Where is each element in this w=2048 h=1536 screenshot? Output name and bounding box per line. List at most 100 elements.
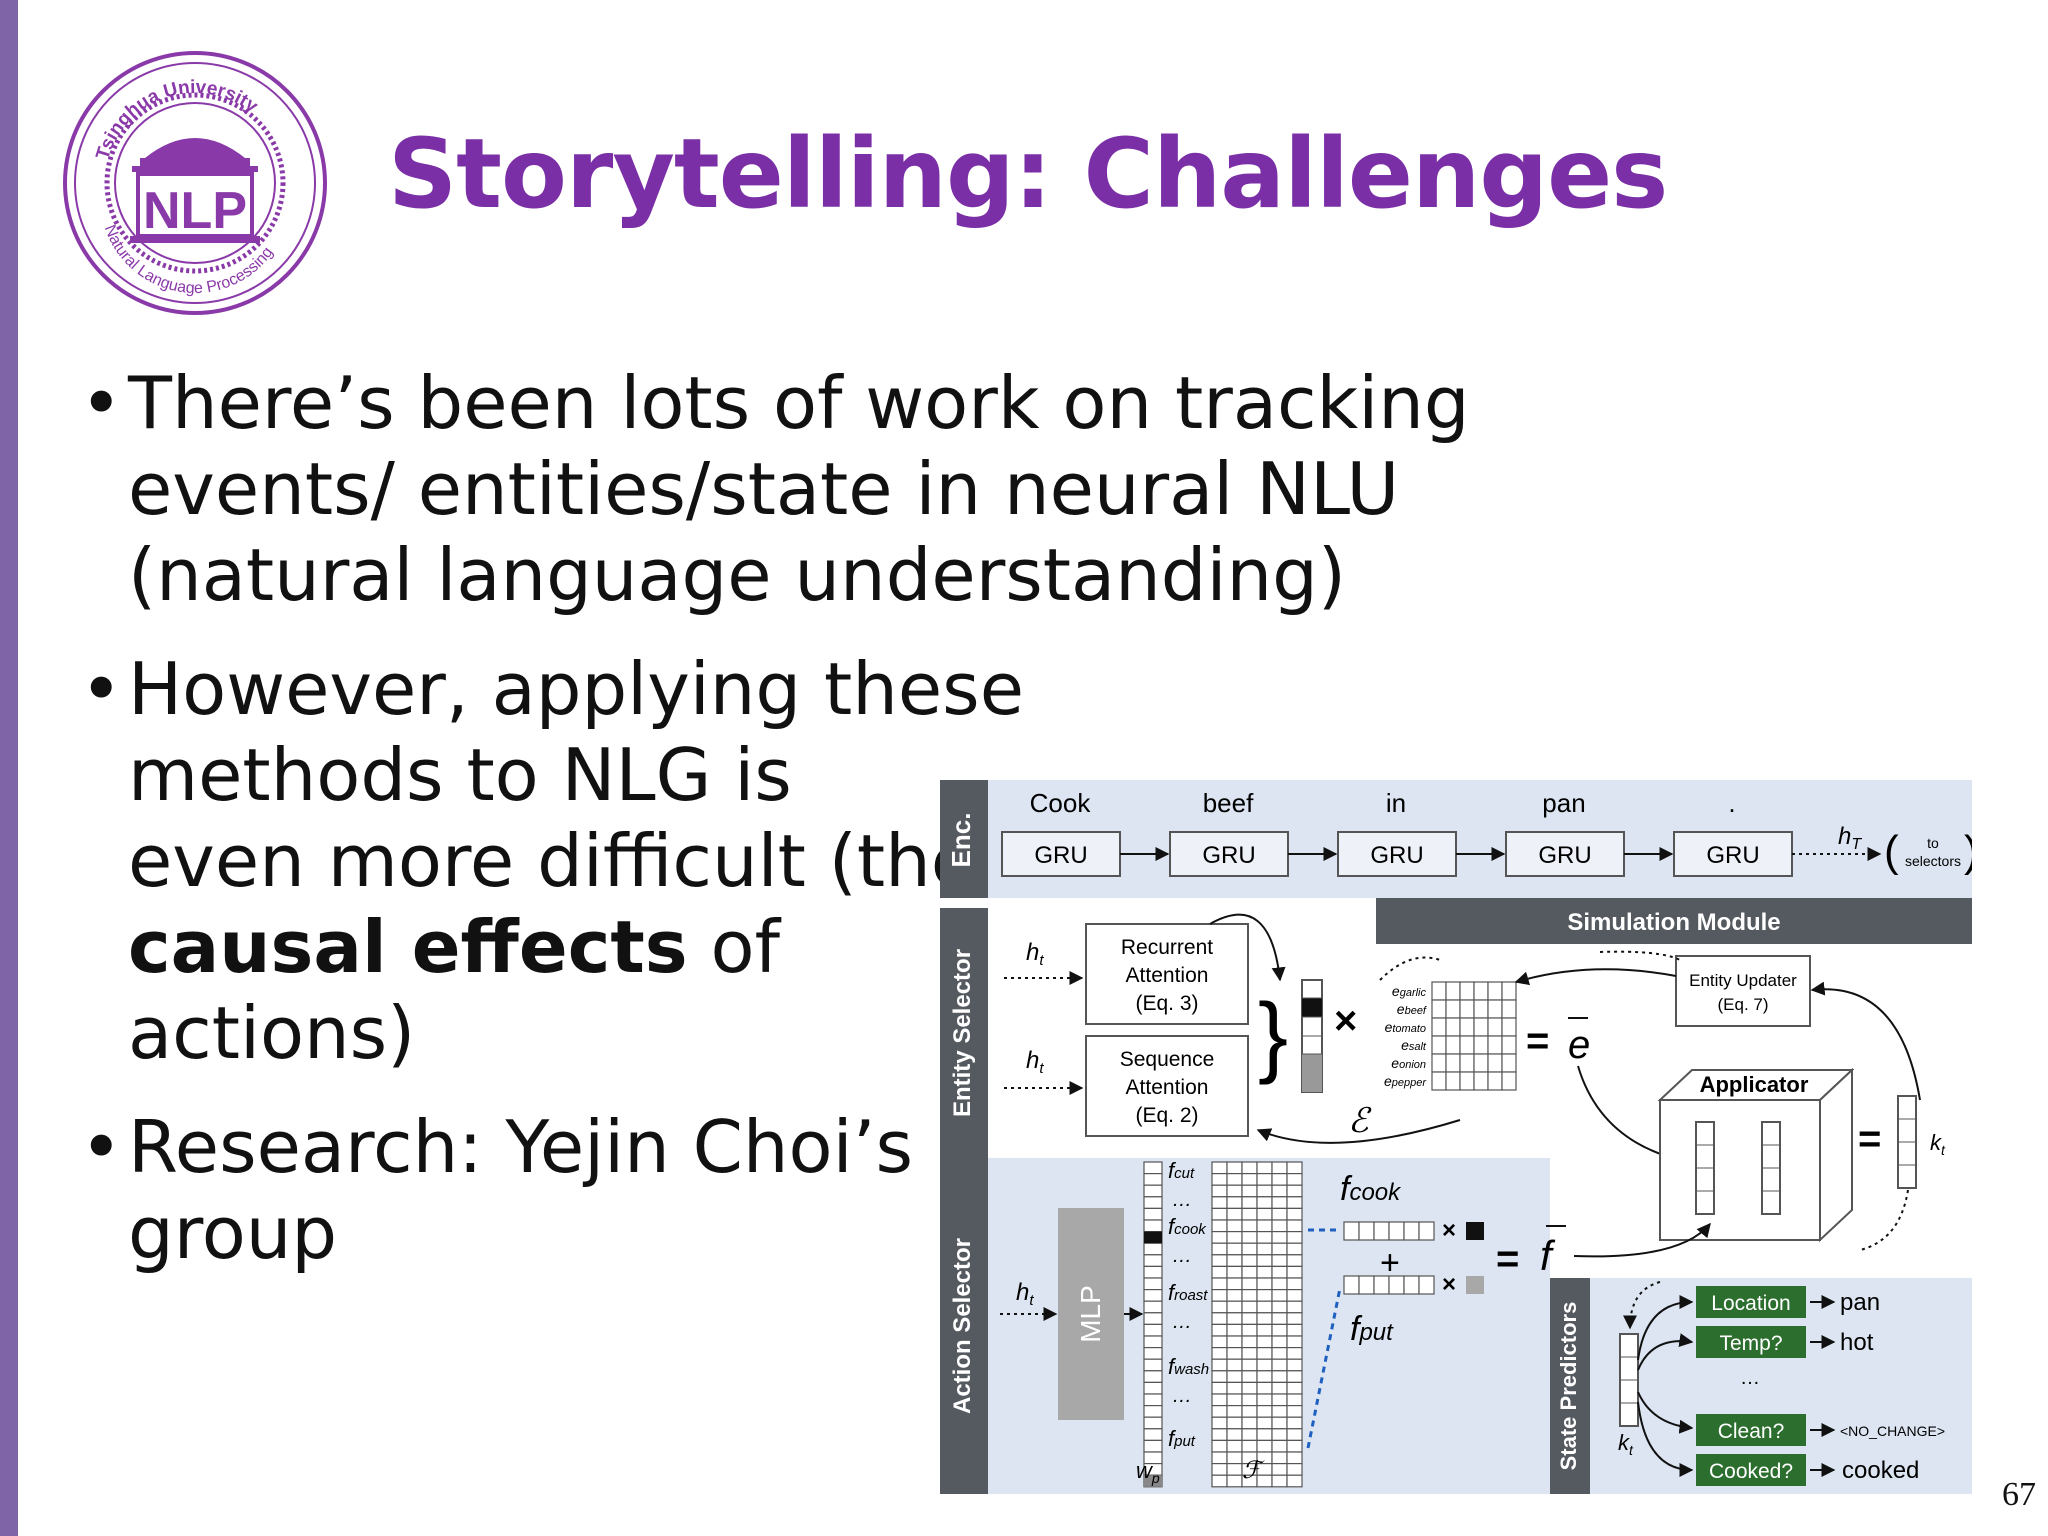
encoder-row: Cook beef in pan . GRU GRU GRU GRU GRU h… bbox=[1001, 788, 1972, 877]
sequence-attention-box bbox=[1085, 1035, 1249, 1137]
svg-text:…: … bbox=[1172, 1189, 1192, 1211]
gru-label: GRU bbox=[1538, 842, 1591, 869]
bold-phrase: causal effects bbox=[128, 905, 688, 989]
svg-text:(Eq. 7): (Eq. 7) bbox=[1717, 995, 1768, 1014]
bullet-line: However, applying these bbox=[128, 647, 1024, 731]
equals-sign: = bbox=[1526, 1019, 1549, 1063]
word-label: pan bbox=[1542, 788, 1585, 818]
bullet-line: causal effects of actions) bbox=[128, 904, 1028, 1076]
state-box bbox=[1696, 1326, 1806, 1358]
action-labels: fcut … fcook … froast … fwash … fput bbox=[1168, 1158, 1209, 1451]
gru-label: GRU bbox=[1034, 842, 1087, 869]
entity-updater-box bbox=[1675, 955, 1811, 1027]
svg-text:(Eq. 2): (Eq. 2) bbox=[1135, 1104, 1198, 1127]
gru-box bbox=[1505, 831, 1625, 877]
entity-selector-label-bg bbox=[940, 908, 988, 1158]
h-t-label: ht bbox=[1016, 1279, 1034, 1309]
calF-label: ℱ bbox=[1242, 1457, 1265, 1484]
simulation-components: Entity Updater (Eq. 7) Applicator = kt bbox=[1514, 950, 1946, 1251]
state-predictors: kt Location pan Temp? hot … Clean? <NO_C… bbox=[1618, 1281, 1945, 1486]
bullet-dot: • bbox=[80, 1105, 123, 1189]
gru-box bbox=[1337, 831, 1457, 877]
gru-box bbox=[1673, 831, 1793, 877]
bullet-line: Research: Yejin Choi’s bbox=[128, 1105, 914, 1189]
k-t-label: kt bbox=[1930, 1130, 1946, 1158]
calE-label: ℰ bbox=[1348, 1102, 1372, 1140]
gru-label: GRU bbox=[1202, 842, 1255, 869]
gru-label: GRU bbox=[1370, 842, 1423, 869]
entity-selector: ht ht Recurrent Attention (Eq. 3) Sequen… bbox=[1004, 913, 1590, 1144]
word-label: in bbox=[1386, 788, 1406, 818]
bullet-text: There’s been lots of work on tracking ev… bbox=[128, 361, 1470, 617]
mlp-box bbox=[1058, 1208, 1124, 1420]
bullet-line-tail: of actions) bbox=[128, 905, 780, 1075]
weight-low bbox=[1466, 1276, 1484, 1294]
svg-text:×: × bbox=[1442, 1217, 1456, 1244]
action-selector-label-bg bbox=[940, 1158, 988, 1494]
svg-text:Attention: Attention bbox=[1126, 964, 1209, 987]
gru-box bbox=[1169, 831, 1289, 877]
svg-text:…: … bbox=[1740, 1367, 1760, 1389]
entity-labels: egarlic ebeef etomato esalt eonion epepp… bbox=[1384, 983, 1427, 1089]
wp-label: wp bbox=[1136, 1458, 1160, 1486]
action-selector: ht MLP fcut … fcook … froast … fwash … f… bbox=[1000, 1158, 1711, 1488]
bullet-dot: • bbox=[80, 647, 123, 731]
h-t-label: ht bbox=[1026, 939, 1044, 969]
simulation-module-header bbox=[1376, 898, 1972, 944]
action-label: fwash bbox=[1168, 1354, 1209, 1379]
e-bar-label: e bbox=[1568, 1023, 1590, 1067]
neural-process-network-figure: Enc. Entity Selector Action Selector Sta… bbox=[940, 780, 1972, 1494]
word-label: . bbox=[1728, 788, 1735, 818]
state-name: Cooked? bbox=[1709, 1460, 1793, 1483]
bullet-item: • However, applying these methods to NLG… bbox=[72, 646, 1028, 1076]
slide-title: Storytelling: Challenges bbox=[388, 118, 1668, 230]
action-selector-label: Action Selector bbox=[949, 1238, 976, 1414]
times-sign: × bbox=[1334, 999, 1357, 1043]
k-t-label: kt bbox=[1618, 1430, 1634, 1458]
paren: ) bbox=[1964, 827, 1972, 876]
mlp-label: MLP bbox=[1075, 1285, 1106, 1343]
f-cook-label: fcook bbox=[1340, 1170, 1402, 1208]
svg-text:Entity Updater: Entity Updater bbox=[1689, 971, 1797, 990]
equals-sign: = bbox=[1496, 1237, 1519, 1281]
svg-text:(Eq. 3): (Eq. 3) bbox=[1135, 992, 1198, 1015]
h-T-label: hT bbox=[1838, 823, 1862, 853]
svg-text:…: … bbox=[1172, 1385, 1192, 1407]
state-box bbox=[1696, 1414, 1806, 1446]
svg-text:…: … bbox=[1172, 1311, 1192, 1333]
entity-selector-label: Entity Selector bbox=[949, 949, 976, 1117]
state-predictors-label: State Predictors bbox=[1556, 1302, 1581, 1471]
equals-sign: = bbox=[1858, 1117, 1881, 1161]
paren: ( bbox=[1884, 827, 1899, 876]
logo-center-text: NLP bbox=[143, 182, 247, 240]
word-label: beef bbox=[1203, 788, 1254, 818]
action-probability-vector bbox=[1143, 1161, 1163, 1488]
bullet-line: methods to NLG is bbox=[128, 733, 792, 817]
gru-box bbox=[1001, 831, 1121, 877]
state-predictors-label-bg bbox=[1550, 1278, 1590, 1494]
bullet-item: • There’s been lots of work on tracking … bbox=[72, 360, 1632, 618]
state-value: <NO_CHANGE> bbox=[1840, 1423, 1945, 1439]
action-label: froast bbox=[1168, 1280, 1208, 1305]
svg-text:×: × bbox=[1442, 1271, 1456, 1298]
bullet-line: group bbox=[128, 1191, 338, 1275]
state-name: Location bbox=[1711, 1292, 1790, 1315]
left-accent-bar bbox=[0, 0, 18, 1536]
bullet-list: • There’s been lots of work on tracking … bbox=[72, 360, 1632, 1304]
action-label: fcook bbox=[1168, 1214, 1207, 1239]
entity-label: etomato bbox=[1385, 1019, 1426, 1035]
f-bar-label: f bbox=[1540, 1232, 1556, 1279]
entity-label: eonion bbox=[1391, 1055, 1426, 1071]
to-selectors-line1: to bbox=[1927, 835, 1939, 851]
enc-label: Enc. bbox=[946, 813, 976, 868]
brace-glyph: } bbox=[1258, 986, 1288, 1086]
simulation-module-title: Simulation Module bbox=[1567, 909, 1780, 936]
entity-label: egarlic bbox=[1392, 983, 1427, 999]
applicator-title: Applicator bbox=[1700, 1072, 1809, 1097]
h-t-label: ht bbox=[1026, 1047, 1044, 1077]
state-value: hot bbox=[1840, 1329, 1874, 1356]
page-number: 67 bbox=[2002, 1476, 2036, 1513]
action-label: fput bbox=[1168, 1426, 1196, 1451]
bullet-item: • Research: Yejin Choi’s group bbox=[72, 1104, 1632, 1276]
to-selectors-line2: selectors bbox=[1905, 853, 1961, 869]
